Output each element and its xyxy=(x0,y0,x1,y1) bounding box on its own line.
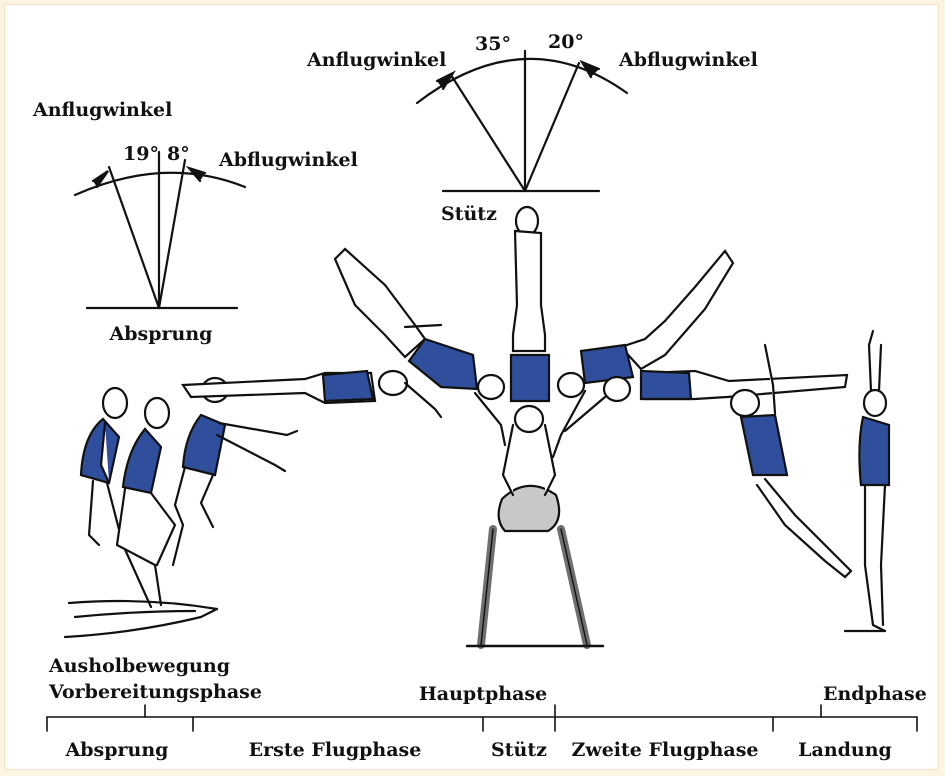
left-approach-angle: 19° xyxy=(123,145,159,164)
left-departure-angle: 8° xyxy=(167,145,190,164)
top-approach-angle: 35° xyxy=(475,35,511,54)
top-departure-angle: 20° xyxy=(548,33,584,52)
vault-apparatus xyxy=(467,486,603,646)
top-departure-label: Abflugwinkel xyxy=(619,51,758,70)
figure-panel: Anflugwinkel Abflugwinkel 19° 8° Absprun… xyxy=(4,4,939,770)
segment-stuetz: Stütz xyxy=(491,741,547,760)
main-phase-label: Hauptphase xyxy=(419,685,547,704)
springboard xyxy=(65,601,217,637)
segment-landung: Landung xyxy=(798,741,892,760)
left-base-label: Absprung xyxy=(110,325,213,344)
prep-phase-line2: Vorbereitungsphase xyxy=(49,683,262,702)
gymnast-figures xyxy=(81,207,889,631)
left-departure-label: Abflugwinkel xyxy=(219,151,358,170)
top-approach-label: Anflugwinkel xyxy=(307,51,446,70)
left-approach-label: Anflugwinkel xyxy=(33,101,172,120)
segment-zweite-flugphase: Zweite Flugphase xyxy=(571,741,758,760)
top-base-label: Stütz xyxy=(441,205,497,224)
prep-phase-line1: Ausholbewegung xyxy=(49,657,230,676)
top-angle-diagram xyxy=(417,51,627,191)
end-phase-label: Endphase xyxy=(823,685,927,704)
phase-axis xyxy=(47,705,917,731)
segment-absprung: Absprung xyxy=(66,741,169,760)
segment-erste-flugphase: Erste Flugphase xyxy=(249,741,422,760)
left-angle-diagram xyxy=(75,152,245,308)
